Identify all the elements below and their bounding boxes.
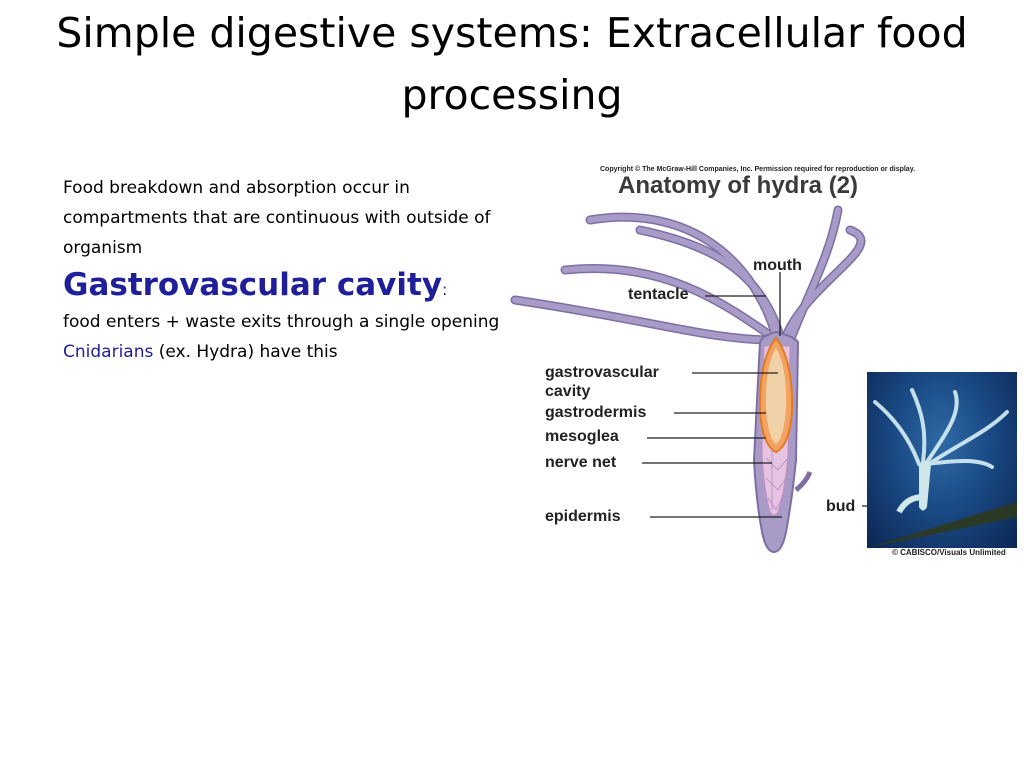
label-gastrodermis: gastrodermis	[545, 404, 647, 421]
cavity-lining	[765, 348, 787, 444]
paragraph-single-opening: food enters + waste exits through a sing…	[63, 312, 500, 332]
label-cavity: cavity	[545, 383, 591, 400]
paragraph-cnidarians: Cnidarians (ex. Hydra) have this	[63, 337, 513, 367]
tentacles	[510, 205, 866, 345]
label-gastrovascular: gastrovascular	[545, 364, 659, 381]
cnidarians-rest: (ex. Hydra) have this	[153, 342, 338, 362]
nerve-net-pattern	[765, 450, 789, 511]
hydra-diagram	[510, 205, 882, 554]
paragraph-compartments: Food breakdown and absorption occur in c…	[63, 178, 491, 258]
hydra-photo-art	[867, 388, 1017, 548]
body-text: Food breakdown and absorption occur in c…	[63, 173, 513, 367]
label-bud: bud	[826, 498, 856, 515]
label-nerve-net: nerve net	[545, 454, 617, 471]
term-colon: :	[442, 280, 448, 299]
hydra-photo	[867, 372, 1017, 548]
slide-title: Simple digestive systems: Extracellular …	[56, 9, 968, 119]
cnidarians-word: Cnidarians	[63, 342, 154, 362]
term-line: Gastrovascular cavity:	[63, 263, 513, 307]
figure-copyright: Copyright © The McGraw-Hill Companies, I…	[600, 166, 916, 173]
term-gastrovascular-cavity: Gastrovascular cavity	[63, 267, 443, 303]
hydra-anatomy-figure: Copyright © The McGraw-Hill Companies, I…	[510, 160, 1020, 565]
label-mouth: mouth	[753, 257, 802, 274]
figure-title: Anatomy of hydra (2)	[618, 172, 859, 199]
leader-lines	[642, 272, 882, 518]
label-epidermis: epidermis	[545, 508, 621, 525]
photo-credit: © CABISCO/Visuals Unlimited	[892, 548, 1006, 557]
label-tentacle: tentacle	[628, 286, 689, 303]
label-mesoglea: mesoglea	[545, 428, 619, 445]
bud-stub	[794, 471, 813, 492]
